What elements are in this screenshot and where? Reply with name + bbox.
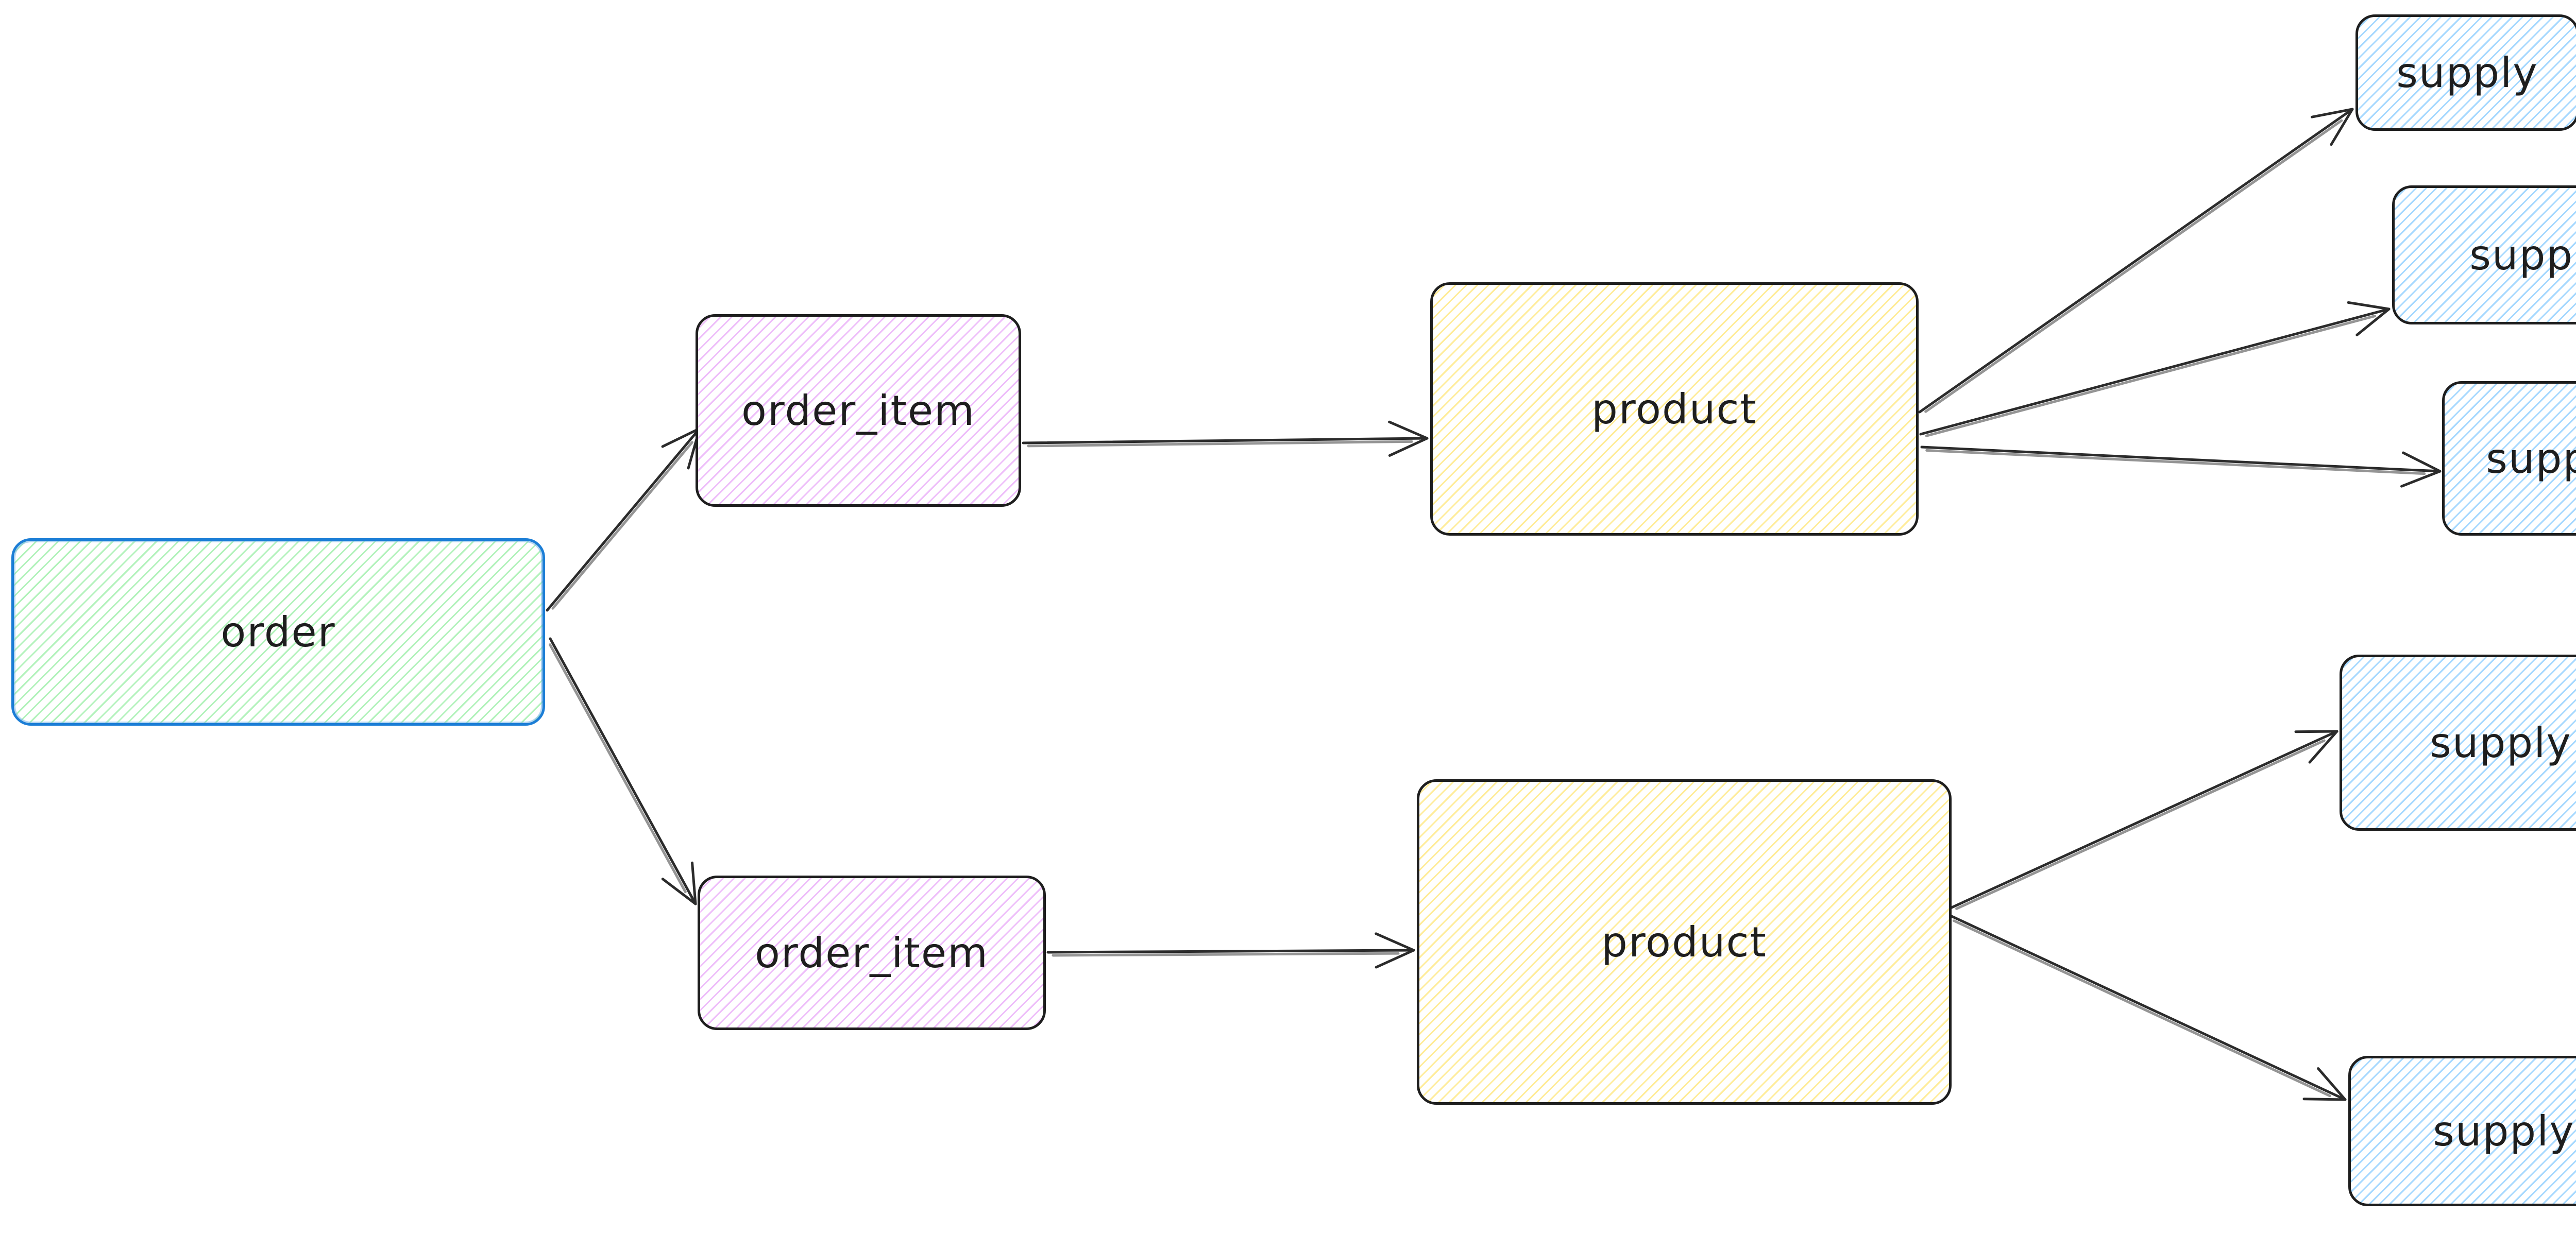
node-label: order_item	[754, 929, 989, 977]
node-label: product	[1591, 385, 1757, 433]
node-label: product	[1601, 918, 1767, 966]
node-label: supply	[2469, 231, 2576, 279]
edge-product-bottom-to-supply-4[interactable]	[1949, 730, 2338, 910]
edge-order-item-top-to-product-top[interactable]	[1022, 420, 1429, 457]
node-product-top[interactable]: product	[1430, 282, 1919, 536]
node-supply-2[interactable]: supply	[2392, 185, 2576, 324]
edge-product-bottom-to-supply-5[interactable]	[1949, 914, 2347, 1101]
edge-product-top-to-supply-2[interactable]	[1919, 301, 2391, 437]
node-supply-4[interactable]: supply	[2340, 655, 2576, 831]
node-label: supply	[2433, 1107, 2575, 1155]
node-label: supply	[2486, 434, 2576, 483]
node-order-item-top[interactable]: order_item	[696, 314, 1021, 507]
edge-product-top-to-supply-1[interactable]	[1918, 108, 2354, 414]
edge-product-top-to-supply-3[interactable]	[1920, 446, 2442, 488]
node-label: order_item	[741, 386, 976, 435]
node-order[interactable]: order	[11, 538, 545, 726]
node-order-item-bottom[interactable]: order_item	[698, 876, 1046, 1030]
node-label: supply	[2430, 718, 2572, 767]
node-supply-3[interactable]: supply	[2442, 381, 2576, 536]
edge-order-to-order-item-top[interactable]	[546, 427, 701, 612]
edge-order-to-order-item-bottom[interactable]	[549, 637, 697, 905]
node-supply-5[interactable]: supply	[2348, 1056, 2576, 1206]
node-label: supply	[2396, 48, 2538, 97]
node-label: order	[221, 608, 336, 656]
node-product-bottom[interactable]: product	[1417, 779, 1952, 1105]
node-supply-1[interactable]: supply	[2355, 14, 2576, 131]
edge-order-item-bottom-to-product-bottom[interactable]	[1046, 932, 1415, 969]
